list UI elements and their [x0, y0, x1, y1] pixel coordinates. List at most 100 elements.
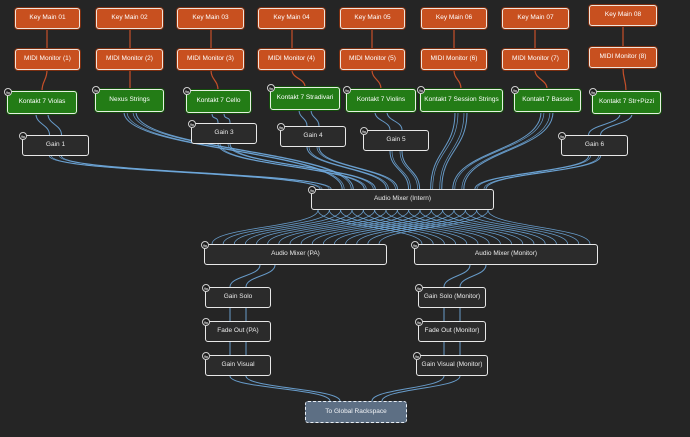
fade-out-monitor-block[interactable]: ⇆Fade Out (Monitor) — [415, 318, 486, 342]
audio-wire — [588, 113, 621, 136]
key-main-05-label: Key Main 05 — [354, 14, 391, 22]
audio-wire — [374, 111, 391, 131]
gain-visual-monitor-label: Gain Visual (Monitor) — [421, 361, 483, 369]
key-main-01-block[interactable]: Key Main 01 — [15, 8, 80, 29]
audio-wire — [396, 209, 501, 245]
kontakt-violas-block[interactable]: ⇆Kontakt 7 Violas — [4, 88, 77, 114]
plugin-badge-icon: ⇆ — [558, 132, 566, 140]
midi-monitor-6-block[interactable]: MIDI Monitor (6) — [421, 49, 487, 70]
gain-6-label: Gain 6 — [584, 141, 605, 149]
gain-3-block[interactable]: ⇆Gain 3 — [188, 120, 257, 144]
audio-wire — [211, 112, 219, 124]
gain-visual-block[interactable]: ⇆ Gain Visual — [202, 352, 271, 376]
audio-wire — [441, 111, 468, 190]
gain-1-block[interactable]: ⇆Gain 1 — [19, 132, 89, 156]
audio-wire — [600, 113, 633, 136]
gain-5-label: Gain 5 — [386, 136, 406, 144]
key-main-03-block[interactable]: Key Main 03 — [177, 8, 244, 29]
midi-monitor-2-block[interactable]: MIDI Monitor (2) — [96, 49, 163, 70]
audio-wire — [233, 209, 342, 245]
midi-monitor-1-block[interactable]: MIDI Monitor (1) — [15, 49, 80, 70]
audio-wire — [223, 112, 231, 124]
key-main-07-block[interactable]: Key Main 07 — [502, 8, 569, 29]
audio-wire — [351, 209, 456, 245]
key-main-02-block[interactable]: Key Main 02 — [96, 8, 163, 29]
audio-wire — [381, 375, 461, 402]
audio-mixer-intern-block[interactable]: ⇆ Audio Mixer (Intern) — [308, 186, 494, 210]
key-main-02-label: Key Main 02 — [111, 14, 148, 22]
kontakt-basses-block[interactable]: ⇆Kontakt 7 Basses — [511, 86, 581, 112]
midi-monitor-5-block[interactable]: MIDI Monitor (5) — [340, 49, 405, 70]
audio-wire — [47, 113, 62, 136]
plugin-badge-icon: ⇆ — [202, 284, 210, 292]
midi-monitor-4-block[interactable]: MIDI Monitor (4) — [258, 49, 325, 70]
plugin-badge-icon: ⇆ — [415, 318, 423, 326]
gain-visual-monitor-block[interactable]: ⇆Gain Visual (Monitor) — [413, 352, 488, 376]
kontakt-cello-label: Kontakt 7 Cello — [196, 97, 241, 105]
plugin-badge-icon: ⇆ — [413, 352, 421, 360]
midi-monitor-3-label: MIDI Monitor (3) — [187, 55, 234, 63]
audio-wire — [476, 155, 591, 190]
kontakt-violins-label: Kontakt 7 Violins — [356, 96, 406, 104]
plugin-badge-icon: ⇆ — [308, 186, 316, 194]
audio-wire — [311, 209, 421, 245]
kontakt-violins-block[interactable]: ⇆Kontakt 7 Violins — [343, 86, 416, 112]
audio-wire — [267, 209, 376, 245]
audio-wire — [35, 113, 50, 136]
kontakt-session-strings-block[interactable]: ⇆Kontakt 7 Session Strings — [417, 86, 503, 112]
gain-visual-label: Gain Visual — [221, 361, 255, 369]
audio-wire — [61, 155, 332, 190]
audio-wire — [222, 209, 330, 245]
gain-6-block[interactable]: ⇆ Gain 6 — [558, 132, 628, 156]
audio-wire — [419, 209, 524, 245]
key-main-07-label: Key Main 07 — [517, 14, 554, 22]
key-main-04-block[interactable]: Key Main 04 — [258, 8, 325, 29]
audio-wire — [461, 111, 551, 190]
audio-wire — [443, 264, 471, 288]
plugin-badge-icon: ⇆ — [201, 241, 209, 249]
midi-monitor-2-label: MIDI Monitor (2) — [106, 55, 153, 63]
audio-wire — [334, 209, 444, 245]
kontakt-basses-label: Kontakt 7 Basses — [522, 96, 573, 104]
gain-4-block[interactable]: ⇆Gain 4 — [277, 123, 346, 147]
gain-solo-block[interactable]: ⇆Gain Solo — [202, 284, 271, 308]
audio-wire — [487, 209, 591, 245]
audio-wire — [256, 209, 364, 245]
fade-out-pa-block[interactable]: ⇆Fade Out (PA) — [202, 318, 271, 342]
audio-wire — [229, 264, 261, 288]
to-global-rackspace-block[interactable]: To Global Rackspace — [305, 401, 407, 423]
midi-wire — [622, 67, 627, 92]
midi-monitor-3-block[interactable]: MIDI Monitor (3) — [177, 49, 244, 70]
kontakt-cello-block[interactable]: ⇆Kontakt 7 Cello — [183, 87, 251, 113]
gain-solo-monitor-block[interactable]: ⇆Gain Solo (Monitor) — [415, 284, 486, 308]
plugin-badge-icon: ⇆ — [360, 127, 368, 135]
audio-mixer-intern-label: Audio Mixer (Intern) — [373, 195, 432, 203]
kontakt-str-pizzi-block[interactable]: ⇆Kontakt 7 Str+Pizzi — [589, 88, 661, 114]
key-main-03-label: Key Main 03 — [192, 14, 229, 22]
audio-wire — [389, 150, 410, 190]
audio-wire — [371, 375, 445, 402]
audio-wire — [316, 146, 396, 190]
audio-mixer-pa-block[interactable]: ⇆Audio Mixer (PA) — [201, 241, 387, 265]
key-main-08-block[interactable]: Key Main 08 — [589, 5, 657, 26]
kontakt-stradivari-block[interactable]: ⇆Kontakt 7 Stradivari — [267, 84, 340, 110]
key-main-06-block[interactable]: Key Main 06 — [421, 8, 487, 29]
audio-wire — [474, 155, 589, 190]
midi-monitor-7-block[interactable]: MIDI Monitor (7) — [502, 49, 569, 70]
kontakt-str-pizzi-label: Kontakt 7 Str+Pizzi — [598, 98, 655, 106]
audio-wire — [245, 209, 353, 245]
key-main-05-block[interactable]: Key Main 05 — [340, 8, 405, 29]
key-main-01-label: Key Main 01 — [29, 14, 66, 22]
audio-wire — [322, 209, 432, 245]
nexus-strings-block[interactable]: ⇆Nexus Strings — [92, 86, 164, 112]
audio-mixer-monitor-block[interactable]: ⇆Audio Mixer (Monitor) — [411, 241, 598, 265]
plugin-badge-icon: ⇆ — [92, 86, 100, 94]
audio-wire — [401, 150, 421, 190]
gain-solo-monitor-label: Gain Solo (Monitor) — [423, 293, 481, 301]
key-main-04-label: Key Main 04 — [273, 14, 310, 22]
gain-5-block[interactable]: ⇆ Gain 5 — [360, 127, 429, 151]
midi-monitor-8-block[interactable]: MIDI Monitor (8) — [589, 47, 657, 68]
plugin-badge-icon: ⇆ — [202, 352, 210, 360]
midi-monitor-6-label: MIDI Monitor (6) — [430, 55, 478, 63]
